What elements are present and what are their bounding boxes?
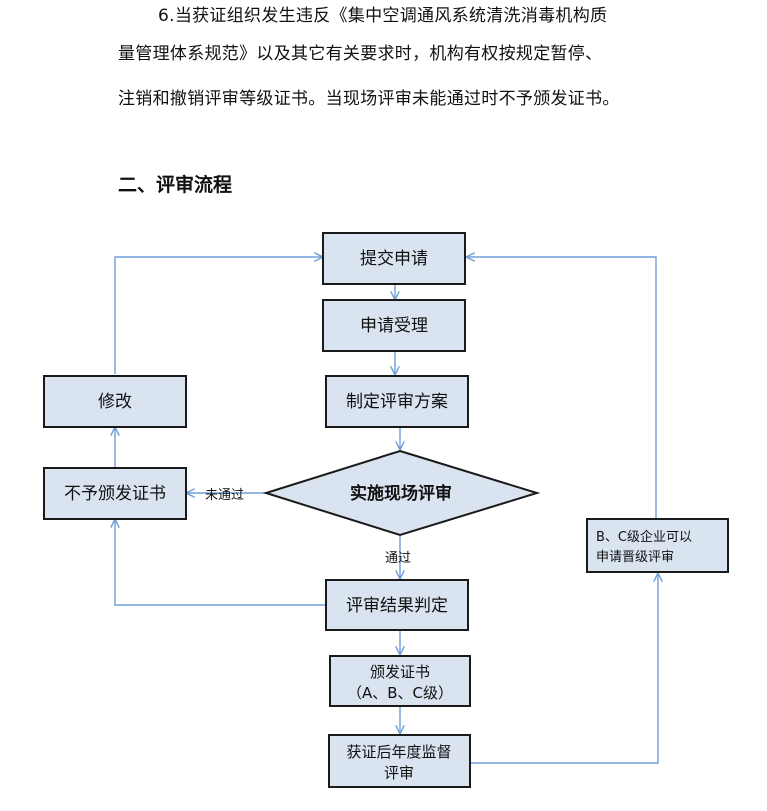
node-upgrade-label-2: 申请晋级评审 bbox=[596, 550, 674, 565]
paragraph-line-1: 6.当获证组织发生违反《集中空调通风系统清洗消毒机构质 bbox=[158, 6, 608, 26]
node-onsite-review: 实施现场评审 bbox=[262, 449, 541, 537]
node-upgrade-label-1: B、C级企业可以 bbox=[596, 529, 692, 545]
node-accept-label: 申请受理 bbox=[360, 316, 428, 336]
node-application-accepted: 申请受理 bbox=[322, 299, 466, 352]
node-supervise-label-1: 获证后年度监督 bbox=[346, 743, 451, 761]
node-submit-application: 提交申请 bbox=[322, 232, 466, 285]
paragraph-line-3: 注销和撤销评审等级证书。当现场评审未能通过时不予颁发证书。 bbox=[118, 89, 620, 109]
node-issue-label-1: 颁发证书 bbox=[370, 663, 430, 681]
node-modify-label: 修改 bbox=[98, 392, 132, 412]
node-no-certificate-label: 不予颁发证书 bbox=[64, 484, 166, 504]
edge-label-pass: 通过 bbox=[385, 551, 411, 566]
node-no-certificate: 不予颁发证书 bbox=[43, 467, 187, 520]
node-supervise-label-2: 评审 bbox=[384, 764, 414, 782]
edge-label-fail: 未通过 bbox=[205, 488, 244, 503]
node-plan-label: 制定评审方案 bbox=[346, 392, 448, 412]
node-onsite-label: 实施现场评审 bbox=[350, 483, 452, 504]
node-review-plan: 制定评审方案 bbox=[325, 375, 469, 428]
node-upgrade-review: B、C级企业可以 申请晋级评审 bbox=[586, 518, 729, 573]
section-heading: 二、评审流程 bbox=[118, 174, 233, 196]
edge-supervise-to-upgrade bbox=[471, 574, 658, 764]
edge-judge-to-notissue bbox=[115, 520, 325, 606]
node-judge-label: 评审结果判定 bbox=[346, 596, 448, 616]
edge-upgrade-to-submit bbox=[467, 257, 657, 518]
paragraph-line-2: 量管理体系规范》以及其它有关要求时，机构有权按规定暂停、 bbox=[118, 44, 603, 64]
edge-modify-to-submit bbox=[114, 257, 322, 374]
node-issue-certificate: 颁发证书 （A、B、C级） bbox=[329, 655, 471, 707]
node-result-judgment: 评审结果判定 bbox=[325, 579, 469, 631]
node-submit-label: 提交申请 bbox=[360, 249, 428, 269]
node-issue-label-2: （A、B、C级） bbox=[347, 684, 453, 702]
node-annual-supervision: 获证后年度监督 评审 bbox=[328, 734, 471, 788]
node-modify: 修改 bbox=[43, 375, 187, 428]
